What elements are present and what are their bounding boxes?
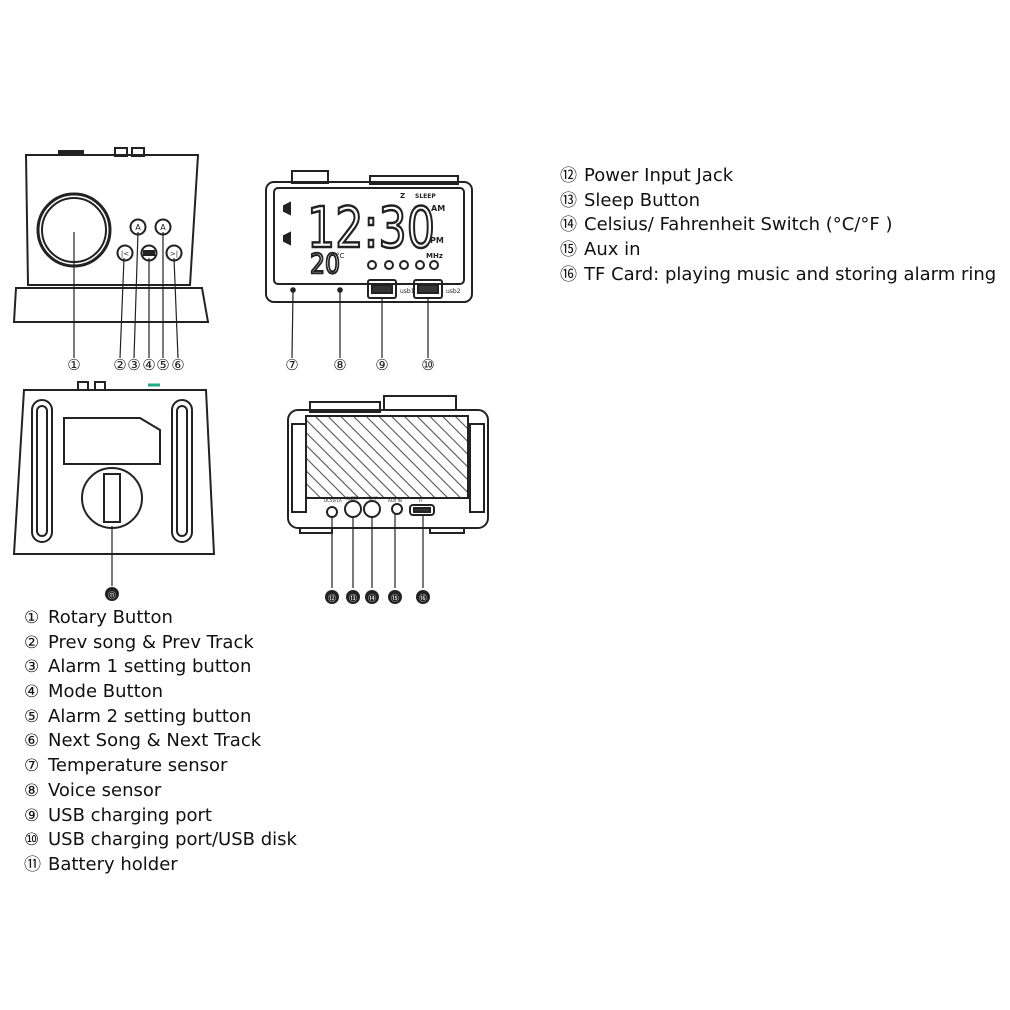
lcd-readout: 12:30 AM PM MHz Z SLEEP 20 °C [306, 192, 445, 281]
legend-item: ⑧ Voice sensor [24, 779, 297, 804]
svg-text:20: 20 [310, 247, 340, 280]
callouts-display: ⑦ ⑧ ⑨ ⑩ [285, 356, 434, 374]
legend-text: Prev song & Prev Track [48, 631, 254, 653]
callout-number: ⑮ [391, 594, 399, 603]
panel-label: SLEEP [346, 496, 359, 501]
legend-item: ⑯ TF Card: playing music and storing alar… [560, 263, 996, 288]
legend-number: ⑦ [24, 756, 40, 777]
svg-text:MHz: MHz [426, 252, 443, 260]
legend-text: Sleep Button [584, 189, 701, 211]
legend-text: Celsius/ Fahrenheit Switch (°C/°F ) [584, 214, 893, 236]
legend-number: ⑭ [560, 215, 577, 236]
callout-number: ⑦ [285, 356, 298, 374]
legend-item: ⑥ Next Song & Next Track [24, 729, 297, 754]
legend-text: Battery holder [48, 853, 178, 875]
legend-number: ④ [24, 682, 40, 703]
legend-number: ⑫ [560, 166, 577, 186]
legend-text: Alarm 2 setting button [48, 705, 252, 727]
back-panel-labels: DC5V/1A SLEEP °C/°F AUX IN TF [324, 496, 423, 503]
svg-text:AM: AM [431, 204, 445, 213]
svg-text:°C: °C [336, 252, 345, 260]
back-view [287, 395, 489, 588]
svg-text:>|: >| [170, 250, 178, 258]
callout-number: ⑩ [421, 356, 434, 374]
legend-number: ⑥ [24, 731, 40, 752]
legend-item: ⑩ USB charging port/USB disk [24, 828, 297, 853]
svg-text:|<: |< [121, 250, 129, 258]
legend-text: Rotary Button [48, 607, 173, 628]
legend-item: ① Rotary Button [24, 606, 297, 631]
svg-text:usb1: usb1 [400, 288, 415, 295]
panel-label: AUX IN [388, 498, 402, 503]
legend-number: ⑮ [560, 240, 577, 261]
legend-item: ⑭ Celsius/ Fahrenheit Switch (°C/°F ) [560, 213, 996, 238]
legend-text: Power Input Jack [584, 165, 734, 186]
legend-text: USB charging port/USB disk [48, 829, 297, 851]
panel-label: TF [417, 498, 423, 503]
callout-number: ⑥ [171, 356, 184, 374]
legend-item: ⑮ Aux in [560, 238, 996, 263]
callout-number: ⑧ [333, 356, 346, 374]
legend-number: ⑪ [24, 854, 41, 875]
callout-bottom: ⑪ [105, 587, 119, 601]
legend-text: Next Song & Next Track [48, 730, 262, 752]
callout-number: ⑯ [419, 594, 427, 603]
callout-number: ⑫ [328, 594, 336, 603]
panel-label: °C/°F [367, 496, 378, 501]
bottom-view [12, 381, 216, 586]
legend-text: Aux in [584, 239, 641, 261]
legend-text: Voice sensor [48, 779, 162, 801]
callout-number: ⑪ [108, 591, 116, 600]
svg-text:Z: Z [400, 192, 405, 200]
legend-text: Temperature sensor [48, 755, 228, 777]
legend-item: ⑨ USB charging port [24, 804, 297, 829]
legend-number: ⑩ [24, 830, 40, 851]
legend-number: ② [24, 632, 40, 653]
legend-left: ① Rotary Button ② Prev song & Prev Track ③… [24, 606, 297, 878]
svg-text:A: A [160, 223, 166, 232]
svg-text:A: A [135, 223, 141, 232]
callouts-front: ① ② ③ ④ ⑤ ⑥ [67, 356, 184, 374]
callout-number: ② [113, 356, 126, 374]
callout-number: ⑤ [156, 356, 169, 374]
legend-number: ① [24, 608, 40, 628]
legend-item: ④ Mode Button [24, 680, 297, 705]
legend-item: ⑪ Battery holder [24, 853, 297, 878]
callout-number: ⑭ [368, 594, 376, 603]
callout-number: ④ [142, 356, 155, 374]
svg-text:12:30: 12:30 [307, 196, 435, 261]
legend-text: Alarm 1 setting button [48, 656, 252, 678]
legend-number: ⑬ [560, 190, 577, 211]
legend-number: ⑤ [24, 706, 40, 727]
legend-text: TF Card: playing music and storing alarm… [584, 263, 997, 285]
legend-item: ③ Alarm 1 setting button [24, 655, 297, 680]
callout-number: ③ [127, 356, 140, 374]
legend-item: ⑤ Alarm 2 setting button [24, 705, 297, 730]
legend-right: ⑫ Power Input Jack ⑬ Sleep Button ⑭ Celsius… [560, 164, 996, 287]
legend-item: ⑬ Sleep Button [560, 189, 996, 214]
legend-number: ⑧ [24, 780, 40, 801]
legend-number: ⑯ [560, 264, 577, 285]
legend-item: ② Prev song & Prev Track [24, 631, 297, 656]
legend-number: ③ [24, 657, 40, 678]
callout-number: ⑨ [375, 356, 388, 374]
callouts-back: ⑫ ⑬ ⑭ ⑮ ⑯ [325, 590, 430, 604]
panel-label: DC5V/1A [324, 498, 342, 503]
display-view: usb1 usb2 [265, 170, 473, 359]
legend-text: Mode Button [48, 681, 164, 703]
top-view: A A |< >| [12, 147, 210, 359]
svg-text:usb2: usb2 [446, 288, 461, 295]
legend-text: USB charging port [48, 804, 212, 826]
callout-number: ⑬ [349, 594, 357, 603]
svg-text:PM: PM [430, 236, 444, 245]
callout-number: ① [67, 356, 80, 374]
legend-number: ⑨ [24, 805, 40, 826]
svg-text:SLEEP: SLEEP [415, 193, 436, 200]
legend-item: ⑦ Temperature sensor [24, 754, 297, 779]
legend-item: ⑫ Power Input Jack [560, 164, 996, 189]
